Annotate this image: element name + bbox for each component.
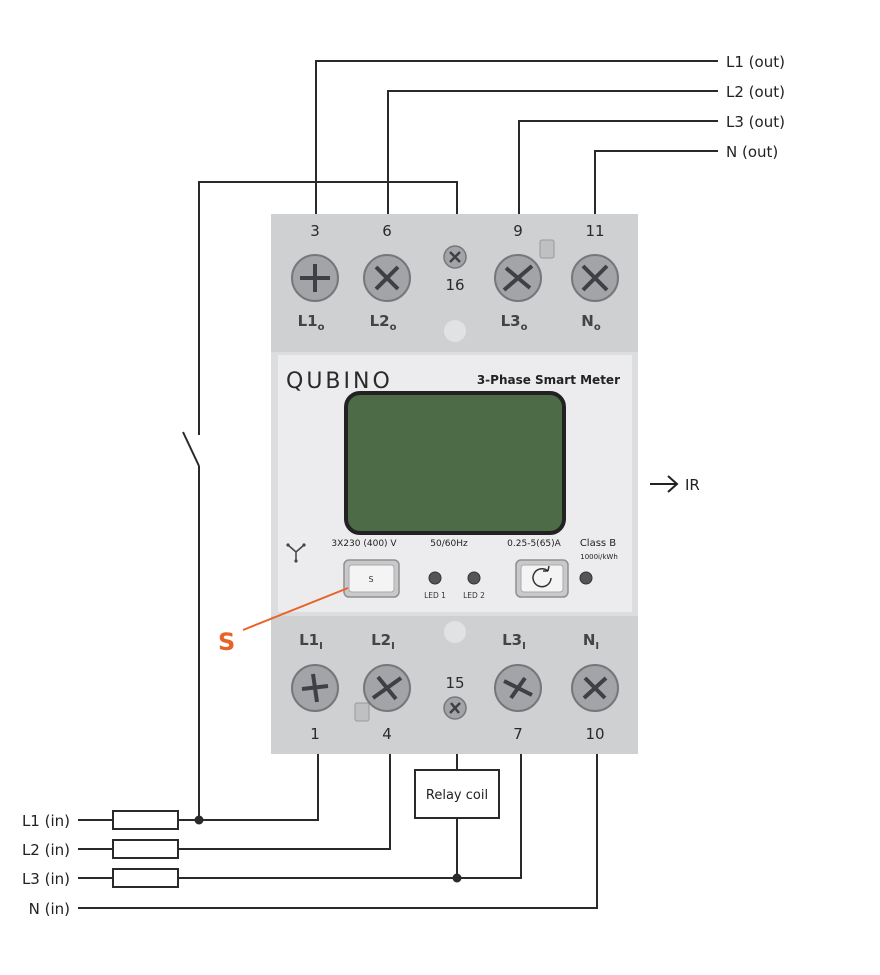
wire-l1-out xyxy=(315,60,718,218)
terminal-label: L1I xyxy=(299,631,323,652)
led-2-indicator xyxy=(467,571,481,585)
terminal-9: 9 L3o xyxy=(494,222,542,333)
fuse-l2 xyxy=(112,839,179,859)
terminal-number: 16 xyxy=(445,276,464,294)
terminal-15: 15 xyxy=(443,674,467,720)
terminal-number: 1 xyxy=(310,725,320,743)
label-n-in: N (in) xyxy=(29,900,70,918)
terminal-label: L2I xyxy=(371,631,395,652)
ir-label: IR xyxy=(685,476,700,494)
terminal-label: NI xyxy=(583,631,599,652)
accuracy-class: Class B xyxy=(580,538,616,549)
s-callout: S xyxy=(218,587,349,656)
screw-slot xyxy=(374,265,400,291)
screw-slot xyxy=(449,702,461,714)
arrow-right-icon xyxy=(650,475,679,493)
terminal-number: 3 xyxy=(310,222,320,240)
label-l2-out: L2 (out) xyxy=(726,83,785,101)
label-l1-in: L1 (in) xyxy=(22,812,70,830)
switch-contact xyxy=(182,431,200,467)
callout-line xyxy=(242,587,349,631)
ir-indicator: IR xyxy=(650,475,700,494)
rotate-icon xyxy=(532,565,552,588)
screw-slot xyxy=(503,676,533,700)
wire-n-in xyxy=(78,750,598,909)
wire-labels: L1 (out) L2 (out) L3 (out) N (out) L1 (i… xyxy=(22,53,785,918)
wire-l1-in xyxy=(78,750,319,821)
screw-slot xyxy=(371,675,403,701)
terminal-label: L3I xyxy=(502,631,526,652)
terminal-label: L2o xyxy=(370,312,397,333)
fuse-l1 xyxy=(112,810,179,830)
impulse-rate: 1000i/kWh xyxy=(580,553,618,561)
terminal-number: 15 xyxy=(445,674,464,692)
frequency-rating: 50/60Hz xyxy=(430,539,468,549)
label-n-out: N (out) xyxy=(726,143,778,161)
impulse-led-indicator xyxy=(579,571,593,585)
terminal-number: 7 xyxy=(513,725,523,743)
screw-slot xyxy=(582,676,608,700)
label-l1-out: L1 (out) xyxy=(726,53,785,71)
screw-slot xyxy=(581,264,609,292)
wire-l2-out xyxy=(387,90,718,218)
terminal-4: L2I 4 xyxy=(363,631,411,743)
relay-coil-label: Relay coil xyxy=(426,788,488,803)
wire-l3-in xyxy=(78,750,522,879)
terminal-6: 6 L2o xyxy=(363,222,411,333)
s-button-label: S xyxy=(368,575,373,584)
clip-tab xyxy=(539,239,555,259)
screw-slot xyxy=(502,264,534,292)
scroll-button[interactable] xyxy=(515,559,569,598)
lcd-display xyxy=(344,391,566,535)
terminal-11: 11 No xyxy=(571,222,619,333)
label-l3-out: L3 (out) xyxy=(726,113,785,131)
terminal-number: 10 xyxy=(585,725,604,743)
bottom-terminal-block: L1I 1 L2I 4 15 L3I 7 NI 10 xyxy=(291,631,619,743)
terminal-number: 11 xyxy=(585,222,604,240)
terminal-1: L1I 1 xyxy=(291,631,339,743)
terminal-16: 16 xyxy=(443,245,467,294)
clip-tab xyxy=(354,702,370,722)
junction-dot xyxy=(452,873,462,883)
wire-l2-in xyxy=(78,750,391,850)
terminal-number: 4 xyxy=(382,725,392,743)
junction-dot xyxy=(194,815,204,825)
brand-logo: QUBINO xyxy=(286,369,393,394)
wire-l3-out xyxy=(518,120,718,218)
terminal-3: 3 L1o xyxy=(291,222,339,333)
led-1-indicator xyxy=(428,571,442,585)
screw-slot xyxy=(300,264,330,292)
s-callout-label: S xyxy=(218,628,235,656)
top-terminal-block: 3 L1o 6 L2o 16 9 L3o 11 No xyxy=(291,222,619,333)
wire-n-out xyxy=(594,150,718,218)
screw-slot xyxy=(449,251,461,263)
fuse-l3 xyxy=(112,868,179,888)
led-2-label: LED 2 xyxy=(463,591,485,600)
seal-hole xyxy=(444,621,466,643)
label-l3-in: L3 (in) xyxy=(22,870,70,888)
meter-title: 3-Phase Smart Meter xyxy=(477,373,620,387)
terminal-10: NI 10 xyxy=(571,631,619,743)
screw-slot xyxy=(301,673,329,703)
terminal-label: L3o xyxy=(501,312,528,333)
phase-symbol-icon xyxy=(286,543,306,563)
terminal-label: No xyxy=(581,312,601,333)
wires: Relay coil xyxy=(78,60,718,909)
s-button[interactable]: S xyxy=(343,559,400,598)
voltage-rating: 3X230 (400) V xyxy=(331,539,397,549)
relay-coil-box xyxy=(414,769,500,819)
seal-hole xyxy=(444,320,466,342)
terminal-number: 9 xyxy=(513,222,523,240)
led-1-label: LED 1 xyxy=(424,591,446,600)
terminal-label: L1o xyxy=(298,312,325,333)
terminal-number: 6 xyxy=(382,222,392,240)
wire-terminal-16 xyxy=(198,181,458,435)
meter-front: QUBINO 3-Phase Smart Meter 3X230 (400) V… xyxy=(286,369,620,600)
current-rating: 0.25-5(65)A xyxy=(507,539,561,549)
label-l2-in: L2 (in) xyxy=(22,841,70,859)
terminal-7: L3I 7 xyxy=(494,631,542,743)
